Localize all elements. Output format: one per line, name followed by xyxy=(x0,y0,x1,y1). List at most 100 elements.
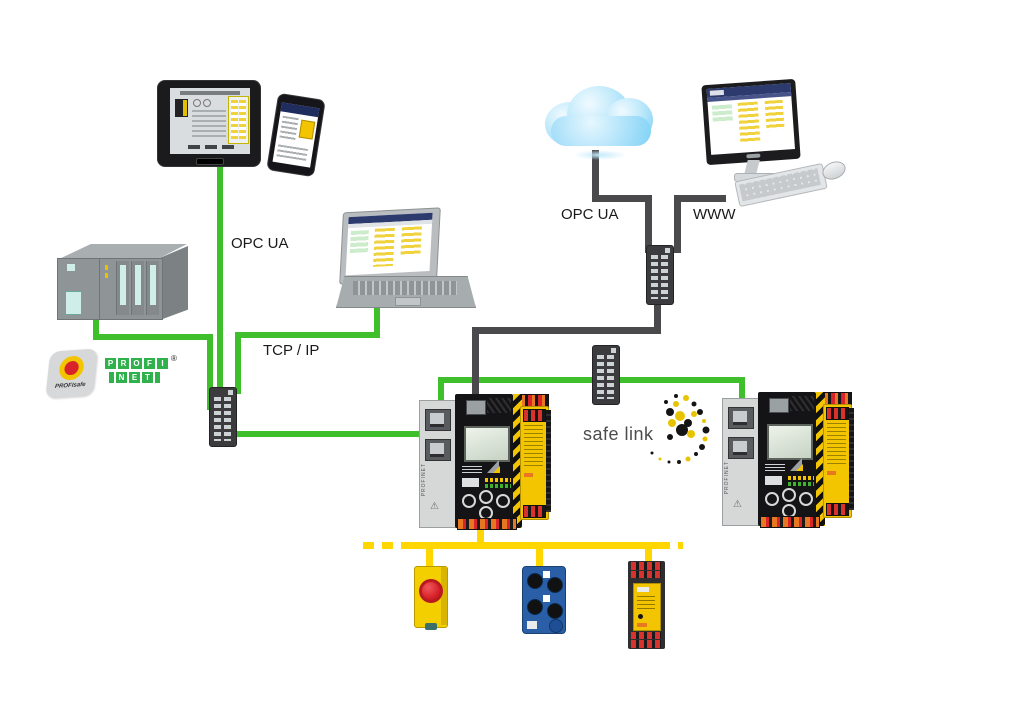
tablet-screen-value-panel xyxy=(228,96,249,144)
gateway-fieldbus-module: PROFINET ⚠ xyxy=(419,400,457,528)
module-label-square xyxy=(543,595,550,602)
module-front-panel xyxy=(633,583,661,631)
ethernet-switch-left xyxy=(209,387,237,447)
profinet-logo: P R O F I ® N E T xyxy=(105,354,185,392)
tablet-device xyxy=(157,80,261,167)
smartphone-screen-textlines xyxy=(279,115,299,142)
module-label-square xyxy=(543,571,550,578)
switch-uplink-port-icon xyxy=(611,348,616,353)
ethernet-switch-top xyxy=(646,245,674,305)
switch-ports-icon xyxy=(597,355,604,399)
gateway-side-fins xyxy=(849,408,854,510)
cloud-base xyxy=(551,116,651,146)
profinet-letter: P xyxy=(105,358,116,369)
smartphone-screen xyxy=(272,102,320,168)
ethernet-line-plc-to-switch xyxy=(207,334,213,410)
asi-gateway-left: PROFINET ⚠ xyxy=(419,394,551,530)
safety-monitor-module xyxy=(520,406,549,520)
m12-socket-icon xyxy=(547,603,563,619)
desktop-pc xyxy=(698,76,868,208)
asi-drop-safety-module xyxy=(645,542,652,564)
led-row-green xyxy=(788,482,814,486)
panel-led-icon xyxy=(638,614,643,619)
monitor-screen xyxy=(706,83,795,155)
gateway-label-box xyxy=(462,478,479,487)
switch-ports-icon xyxy=(661,255,668,299)
gateway-fieldbus-module: PROFINET ⚠ xyxy=(722,398,760,526)
gateway-side-fins xyxy=(546,410,551,512)
estop-mushroom-button xyxy=(422,582,440,600)
asi-bus-dashed-left xyxy=(363,542,401,549)
gateway-bottom-terminals xyxy=(760,516,820,528)
monitor-frame xyxy=(701,78,801,166)
label-safe-link: safe link xyxy=(583,424,654,444)
switch-uplink-port-icon xyxy=(228,390,233,395)
profisafe-logo-text: PROFIsafe xyxy=(54,381,86,391)
estop-ring xyxy=(419,579,443,603)
tablet-screen-dial-icon xyxy=(193,99,201,107)
safety-terminals-bottom xyxy=(523,505,546,518)
plc-io-module xyxy=(116,261,129,315)
safety-monitor-module xyxy=(823,404,852,518)
plc-top-face xyxy=(57,244,187,260)
vent-slots xyxy=(487,398,511,413)
monitor-screen-logo xyxy=(709,89,725,96)
ethernet-line-laptop-to-switch xyxy=(235,332,241,394)
ethernet-switch-middle xyxy=(592,345,620,405)
ethernet-line-plc-down xyxy=(93,316,99,340)
ethernet-port-icon xyxy=(425,439,451,461)
plc-front-port xyxy=(65,291,82,315)
backbone-line-switch-down xyxy=(654,298,661,334)
safety-label-lines xyxy=(524,425,543,467)
port-inner xyxy=(430,443,444,457)
backbone-line-cloud-horizontal xyxy=(592,195,652,202)
cloud-shadow xyxy=(573,150,627,160)
panel-window xyxy=(637,587,649,592)
gateway-main-module xyxy=(455,394,513,528)
ethernet-port-icon xyxy=(425,409,451,431)
laptop-keys xyxy=(353,281,457,295)
ethernet-port-icon xyxy=(728,407,754,429)
module-connector xyxy=(527,621,537,629)
profinet-row1: P R O F I ® xyxy=(105,354,177,369)
gateway-button xyxy=(462,494,476,508)
tablet-screen xyxy=(170,88,250,154)
profinet-row2: N E T xyxy=(109,372,162,383)
thumbnail-yellow-stripe xyxy=(183,100,187,116)
diagnostic-port-icon xyxy=(769,398,789,413)
profisafe-yellow-ring-icon xyxy=(58,355,85,381)
estop-side-shade xyxy=(441,567,447,625)
profinet-bar xyxy=(155,372,160,383)
ethernet-line-gateway1-up xyxy=(438,377,444,405)
warning-icon: ⚠ xyxy=(733,499,742,510)
smartphone-screen-textlines xyxy=(276,144,308,161)
gateway-fieldbus-label: PROFINET xyxy=(724,461,730,495)
backbone-line-cloud-to-switch xyxy=(645,195,652,253)
panel-orange-mark xyxy=(637,623,647,627)
module-terminals-bottom xyxy=(631,632,661,639)
led-row-yellow xyxy=(788,476,814,480)
profinet-letter: R xyxy=(118,358,129,369)
backbone-line-to-gateway-horizontal xyxy=(472,327,661,334)
plc-io-module xyxy=(146,261,159,315)
panel-text-lines xyxy=(637,596,655,610)
ethernet-line-tablet-to-switch xyxy=(217,163,223,393)
switch-uplink-port-icon xyxy=(665,248,670,253)
warning-icon: ⚠ xyxy=(430,501,439,512)
tablet-home-button xyxy=(196,158,224,165)
value-column xyxy=(239,100,246,139)
tablet-screen-dial-icon xyxy=(203,99,211,107)
asi-io-module xyxy=(522,566,566,634)
gateway-button xyxy=(479,490,493,504)
tablet-screen-checklist xyxy=(192,110,226,140)
monitor-screen-value-rows xyxy=(764,99,785,131)
gateway-fieldbus-label: PROFINET xyxy=(421,463,427,497)
gateway-display xyxy=(464,426,510,462)
laptop-touchpad xyxy=(395,297,421,306)
plc-io-window xyxy=(135,265,141,305)
ethernet-port-icon xyxy=(728,437,754,459)
profinet-letter: E xyxy=(129,372,140,383)
plc-side-face xyxy=(160,246,188,320)
smartphone-screen-header xyxy=(280,102,320,118)
